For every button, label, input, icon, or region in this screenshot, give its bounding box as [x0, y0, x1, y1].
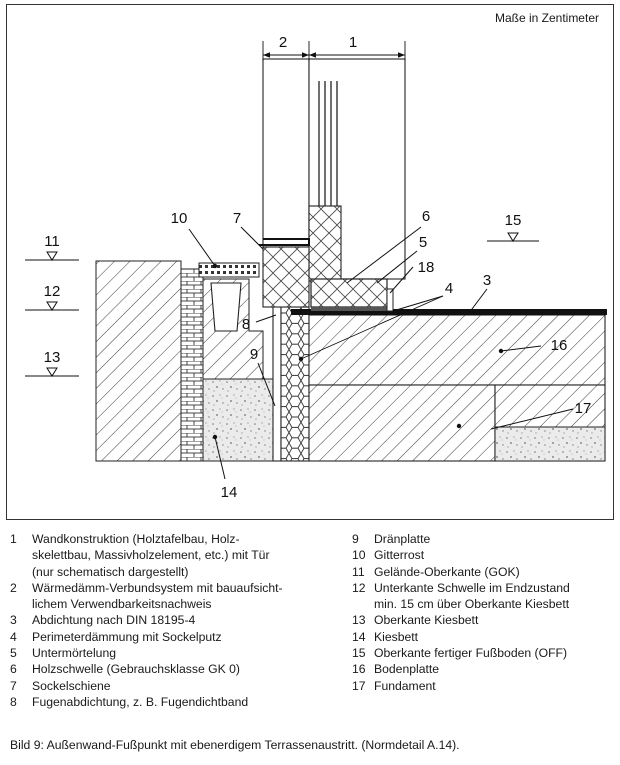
- plinth-rail: [259, 238, 310, 246]
- gravel-right: [494, 426, 606, 462]
- seal-18: [386, 288, 394, 312]
- wood-sole-plate: [310, 278, 388, 308]
- callout-4: 4: [445, 280, 453, 297]
- etics: [262, 58, 310, 248]
- callout-14: 14: [221, 484, 238, 501]
- brick-edge: [180, 268, 204, 462]
- units-note: Maße in Zentimeter: [494, 11, 599, 25]
- callout-16: 16: [551, 337, 568, 354]
- callout-6: 6: [422, 208, 430, 225]
- callout-5: 5: [419, 234, 427, 251]
- drain-board: [272, 300, 282, 462]
- detail-drawing: Maße in Zentimeter: [6, 4, 614, 520]
- callout-7: 7: [233, 210, 241, 227]
- waterproofing: [291, 309, 607, 315]
- floor-slab: [308, 314, 606, 386]
- callout-11: 11: [44, 233, 60, 250]
- soil-left: [95, 260, 182, 462]
- drain-channel: [210, 282, 242, 332]
- dim-1: 1: [349, 34, 357, 51]
- figure-caption: Bild 9: Außenwand-Fußpunkt mit ebenerdig…: [10, 738, 460, 752]
- gravel-bed: [202, 378, 274, 462]
- mortar-bed: [311, 307, 387, 311]
- callout-8: 8: [242, 316, 250, 333]
- callout-17: 17: [575, 400, 592, 417]
- perimeter-insulation: [280, 306, 310, 462]
- foundation: [308, 384, 496, 462]
- dim-2: 2: [279, 34, 287, 51]
- callout-13: 13: [44, 349, 61, 366]
- grate: [198, 262, 260, 278]
- callout-10: 10: [171, 210, 188, 227]
- callout-3: 3: [483, 272, 491, 289]
- callout-18: 18: [418, 259, 435, 276]
- door-frame-bottom: [308, 205, 342, 282]
- level-marks: [25, 232, 539, 377]
- section-drawing: 2 1: [25, 34, 607, 501]
- callout-15: 15: [505, 212, 522, 229]
- lower-insulation: [262, 246, 310, 308]
- callout-9: 9: [250, 346, 258, 363]
- callout-12: 12: [44, 283, 61, 300]
- leader-lines: [188, 226, 574, 480]
